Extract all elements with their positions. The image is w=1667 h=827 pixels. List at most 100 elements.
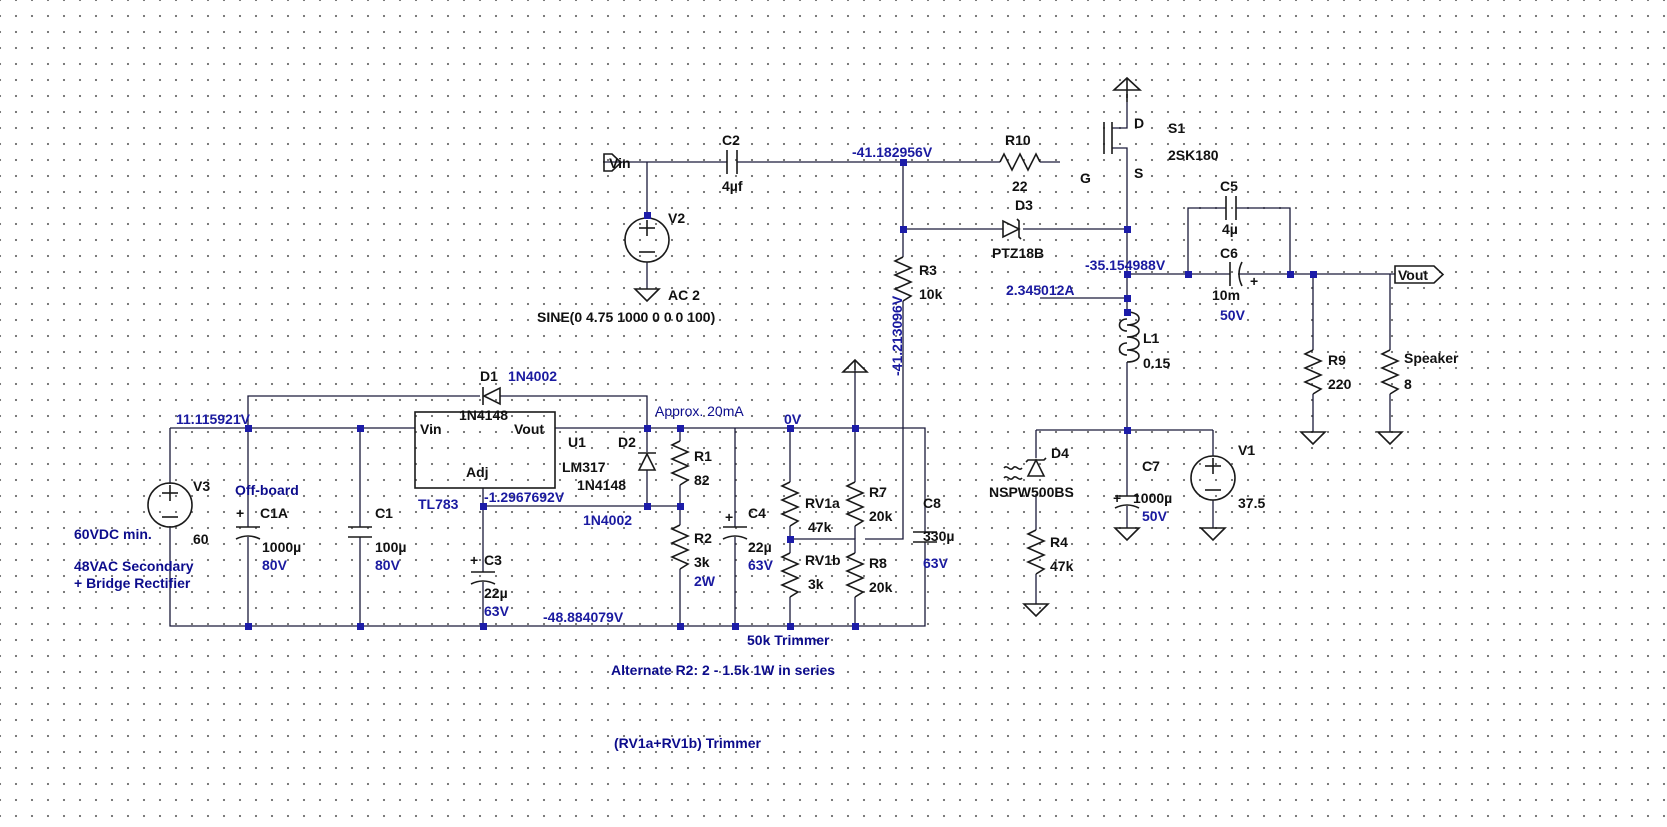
c1-rating: 80V <box>375 557 401 573</box>
speaker-ground-symbol <box>1376 431 1404 446</box>
u1-alt: TL783 <box>418 496 459 512</box>
v2-ground-symbol <box>633 288 661 303</box>
v1-value: 37.5 <box>1238 495 1265 511</box>
d1-ref: D1 <box>480 368 498 384</box>
speaker-resistor-symbol <box>1380 349 1400 395</box>
c4-ref: C4 <box>748 505 766 521</box>
d2-alt: 1N4002 <box>583 512 632 528</box>
r7-resistor-symbol <box>845 481 865 527</box>
speaker-value: 8 <box>1404 376 1412 392</box>
rv1b-value: 3k <box>808 576 824 592</box>
r2-value: 3k <box>694 554 710 570</box>
v3-value: 60 <box>193 531 209 547</box>
v2-value: AC 2 <box>668 287 700 303</box>
wires <box>169 102 1395 627</box>
c7-ref: C7 <box>1142 458 1160 474</box>
c1a-value: 1000µ <box>262 539 301 555</box>
r2-rating: 2W <box>694 573 716 589</box>
d3-value: PTZ18B <box>992 245 1044 261</box>
s1-mosfet-symbol <box>1103 94 1128 154</box>
u1-ref: U1 <box>568 434 586 450</box>
s1-pin-d: D <box>1134 115 1144 131</box>
r7-value: 20k <box>869 508 893 524</box>
c1a-plus: + <box>236 505 244 521</box>
probe-supply-pos: 11.115921V <box>176 411 251 427</box>
labels: Vin Vout C2 4µf R10 22 S1 2SK180 D G S V… <box>74 115 1459 751</box>
note-secondary-1: 48VAC Secondary <box>74 558 194 574</box>
u1-pin-adj: Adj <box>466 464 489 480</box>
d2-diode-symbol <box>637 452 657 471</box>
r2-ref: R2 <box>694 530 712 546</box>
c8-value: 330µ <box>923 528 954 544</box>
r8-value: 20k <box>869 579 893 595</box>
junction-nodes <box>245 159 1317 630</box>
c7-capacitor-symbol <box>1114 495 1140 509</box>
d1-diode-symbol <box>482 386 501 406</box>
rv1a-value: 47k <box>808 519 832 535</box>
probe-supply-neg: -48.884079V <box>543 609 624 625</box>
r9-ground-symbol <box>1299 431 1327 446</box>
c7-ground-symbol <box>1113 527 1141 542</box>
r4-ground-symbol <box>1022 603 1050 618</box>
d4-led-symbol <box>1003 457 1047 480</box>
c3-rating: 63V <box>484 603 510 619</box>
c1a-capacitor-symbol <box>235 526 261 540</box>
note-supply-min: 60VDC min. <box>74 526 152 542</box>
c8-capacitor-symbol <box>913 531 937 543</box>
vin-net-flag <box>603 153 623 172</box>
note-off-board: Off-board <box>235 482 299 498</box>
l1-value: 0.15 <box>1143 355 1170 371</box>
r10-resistor-symbol <box>999 152 1041 172</box>
rv1a-resistor-symbol <box>780 481 800 527</box>
d4-value: NSPW500BS <box>989 484 1074 500</box>
v3-source-symbol <box>147 482 193 528</box>
rv1b-ref: RV1b <box>805 552 841 568</box>
v3-ref: V3 <box>193 478 210 494</box>
d3-ref: D3 <box>1015 197 1033 213</box>
c1a-ref: C1A <box>260 505 288 521</box>
c4-value: 22µ <box>748 539 772 555</box>
c6-plus: + <box>1250 273 1258 289</box>
c5-capacitor-symbol <box>1225 196 1237 220</box>
vout-label: Vout <box>1398 267 1428 283</box>
r9-value: 220 <box>1328 376 1352 392</box>
l1-ref: L1 <box>1143 330 1160 346</box>
r3-value: 10k <box>919 286 943 302</box>
c4-rating: 63V <box>748 557 774 573</box>
r1-ref: R1 <box>694 448 712 464</box>
c6-capacitor-symbol <box>1229 261 1243 287</box>
r7-ref: R7 <box>869 484 887 500</box>
v1-source-symbol <box>1190 455 1236 501</box>
r4-ref: R4 <box>1050 534 1068 550</box>
r1-value: 82 <box>694 472 710 488</box>
c3-plus: + <box>470 552 478 568</box>
probe-source-node: -35.154988V <box>1085 257 1166 273</box>
v2-source-symbol <box>624 217 670 263</box>
c4-plus: + <box>725 509 733 525</box>
c6-value: 10m <box>1212 287 1240 303</box>
d3-zener-symbol <box>1002 218 1022 240</box>
r9-resistor-symbol <box>1303 349 1323 395</box>
u1-regulator-body <box>414 411 556 489</box>
v2-spec: SINE(0 4.75 1000 0 0 0 100) <box>537 309 715 325</box>
d2-ref: D2 <box>618 434 636 450</box>
probe-r3-node: -41.213096V <box>889 295 905 376</box>
v1-ref: V1 <box>1238 442 1255 458</box>
probe-ground: 0V <box>784 411 802 427</box>
c6-ref: C6 <box>1220 245 1238 261</box>
c7-rating: 50V <box>1142 508 1168 524</box>
probe-current: 2.345012A <box>1006 282 1075 298</box>
r3-ref: R3 <box>919 262 937 278</box>
note-approx-current: Approx. 20mA <box>655 403 744 419</box>
c4-capacitor-symbol <box>722 526 748 540</box>
drain-rail-arrow <box>1111 76 1143 102</box>
s1-pin-g: G <box>1080 170 1091 186</box>
c7-plus: + <box>1113 490 1121 506</box>
c3-value: 22µ <box>484 585 508 601</box>
c3-ref: C3 <box>484 552 502 568</box>
s1-value: 2SK180 <box>1168 147 1219 163</box>
c8-rating: 63V <box>923 555 949 571</box>
d2-value: 1N4148 <box>577 477 626 493</box>
c1-ref: C1 <box>375 505 393 521</box>
c3-capacitor-symbol <box>470 571 496 585</box>
